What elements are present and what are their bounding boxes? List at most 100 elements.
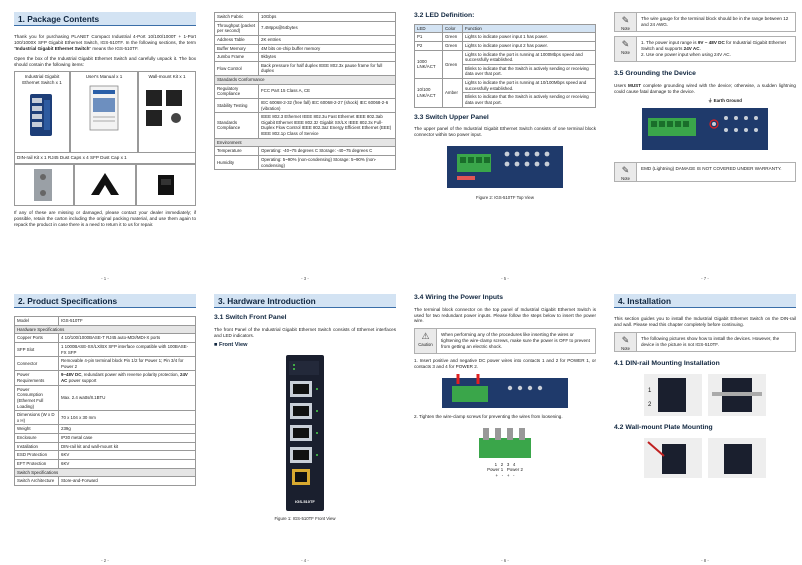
dinrail-mount-figure: 1 2 — [614, 372, 796, 418]
spec-value: DIN-rail kit and wall-mount kit — [58, 441, 196, 452]
intro-paragraph: Thank you for purchasing PLANET Compact … — [14, 34, 196, 52]
note-label: Note — [621, 50, 630, 56]
spec-value: IEC 60068-2-32 (free fall) IEC 60068-2-2… — [258, 97, 396, 114]
subsection-title: 3.5 Grounding the Device — [614, 70, 696, 77]
note-bold: 9V ~ 48V DC — [697, 40, 725, 46]
led-row-1000: 1000 LNK/ACT Green Lights to indicate th… — [414, 49, 596, 80]
spec-value: FCC Part 15 Class A, CE — [258, 83, 396, 99]
spec-key: Power Consumption (Ethernet Full Loading… — [14, 384, 59, 412]
spec-key: Switch Architecture — [14, 476, 59, 486]
spec-key: Enclosure — [14, 433, 59, 443]
caution-box: ⚠Caution When performing any of the proc… — [414, 328, 596, 354]
switch-image — [30, 94, 52, 137]
kit-item-manual: User's Manual x 1 — [70, 71, 138, 154]
spec-row: Dimensions (W x D x H)70 x 104 x 30 mm — [14, 410, 196, 426]
subsection-title: 3.3 Switch Upper Panel — [414, 113, 489, 121]
dinrail-mount-image: 1 2 — [644, 373, 766, 416]
spec-value: Back pressure for half duplex IEEE 802.3… — [258, 60, 396, 77]
spec-value-part: , redundant power with reverse polarity … — [81, 372, 180, 378]
figure-caption: Figure 1: IGS-510TF Front View — [274, 515, 336, 521]
intro-text-end: " means the IGS-510TF. — [89, 45, 139, 51]
spec-key: Power Requirements — [14, 370, 59, 386]
spec-value: IP30 metal case — [58, 433, 196, 443]
spec-value: 239g — [58, 424, 196, 434]
spec-key: Weight — [14, 424, 59, 434]
spec-value: IGS-510TF — [58, 316, 196, 326]
led-name: P2 — [414, 40, 443, 51]
unpack-paragraph: Open the box of the Industrial Gigabit E… — [14, 55, 196, 67]
spec-section-title: Environment — [214, 137, 396, 148]
figure-caption: Figure 2: IGS-510TF Top View — [476, 195, 534, 200]
page-number: - 7 - — [701, 276, 709, 282]
spec-value: 7.4Mpps@64bytes — [258, 20, 396, 36]
led-row-1000-blink: Blinks to indicate that the Switch is ac… — [415, 63, 596, 80]
terminal-polarity: + - + - — [495, 472, 515, 478]
col-color: Color — [442, 23, 463, 34]
note-bold: 24V AC — [683, 46, 700, 52]
page-number: - 8 - — [701, 558, 709, 564]
grounding-bold: MUST — [628, 82, 642, 88]
spec-section-title: Switch Specifications — [14, 467, 196, 478]
spec-key: Regulatory Compliance — [214, 83, 259, 99]
led-row-10100: 10/100 LNK/ACT Amber Lights to indicate … — [414, 78, 596, 108]
kit-row-2-label: DIN-rail Kit x 1 RJ45 Dust Caps x 4 SFP … — [14, 153, 196, 165]
note-text: EMD (Lightning) DAMAGE IS NOT COVERED UN… — [641, 166, 782, 172]
spec-value-part: power support — [67, 378, 97, 383]
kit-manual-label: User's Manual x 1 — [85, 74, 123, 80]
spec-section-row: Switch Specifications — [14, 467, 196, 478]
earth-ground-label: ⏚ Earth Ground — [708, 98, 742, 104]
terminal-pin-numbers: 1 2 3 4 — [494, 461, 516, 467]
spec-value: Operating: 5~90% (non-condensing) Storag… — [258, 154, 396, 171]
spec-key: EFT Protection — [14, 458, 59, 469]
warning-icon: ⚠ — [421, 331, 430, 342]
spec-key: Jumbo Frame — [214, 52, 259, 62]
spec-section-title: Hardware Specifications — [14, 324, 196, 335]
led-table: LED Color Function P1 Green Lights to in… — [414, 23, 596, 108]
spec-key: Model — [14, 316, 59, 326]
installation-paragraph: This section guides you to install the I… — [614, 316, 796, 327]
spec-value: 10Gbps — [258, 12, 396, 22]
caution-text: When performing any of the procedures li… — [441, 332, 590, 350]
terminal-wiring-image — [442, 373, 568, 408]
spec-value: 4 10/100/1000BASE-T RJ45 auto-MDI/MDI-X … — [58, 333, 196, 343]
front-panel-paragraph: The front Panel of the Industrial Gigabi… — [214, 326, 396, 338]
terminal-figure: 1 2 3 4 Power 1 Power 2 + - + - — [414, 424, 596, 479]
subsection-title: 3.2 LED Definition: — [414, 12, 475, 19]
spec-value: 2K entries — [258, 34, 396, 45]
note-box-emd: ✎Note EMD (Lightning) DAMAGE IS NOT COVE… — [614, 162, 796, 183]
led-row-10100-blink: Blinks to indicate that the Switch is ac… — [415, 92, 596, 108]
note-icon: ✎ — [621, 39, 630, 50]
page-number: - 1 - — [101, 276, 109, 282]
step-2: 2. Tighten the wire-clamp screws for pre… — [414, 413, 563, 419]
spec-key: Switch Fabric — [214, 12, 259, 22]
page-number: - 6 - — [501, 558, 509, 564]
led-name: 10/100 LNK/ACT — [414, 78, 443, 108]
page-6: 3.4 Wiring the Power Inputs The terminal… — [414, 294, 596, 564]
package-kit-row-1: Industrial Gigabit Ethernet Switch x 1 U… — [14, 71, 196, 154]
missing-items-paragraph: If any of these are missing or damaged, … — [14, 210, 196, 227]
front-view-label: Front View — [214, 342, 396, 349]
spec-value: IEEE 802.3 Ethernet IEEE 802.3u Fast Eth… — [258, 112, 396, 139]
spec-key: Dimensions (W x D x H) — [14, 410, 59, 426]
page-number: - 2 - — [101, 558, 109, 564]
page-7: ✎Note The wire gauge for the terminal bl… — [614, 12, 796, 282]
spec-value: Operating: -40~75 degrees C Storage: -40… — [258, 146, 396, 156]
spec-value: 9~48V DC, redundant power with reverse p… — [58, 370, 196, 386]
package-kit-row-2 — [14, 164, 196, 207]
earth-ground-text: Earth Ground — [713, 98, 742, 104]
caution-label: Caution — [418, 342, 433, 348]
col-led: LED — [414, 23, 443, 34]
upper-panel-paragraph: The upper panel of the Industrial Gigabi… — [414, 126, 596, 138]
led-row-p1: P1 Green Lights to indicate power input … — [414, 32, 596, 42]
terminal-power-labels: Power 1 Power 2 — [487, 467, 523, 473]
